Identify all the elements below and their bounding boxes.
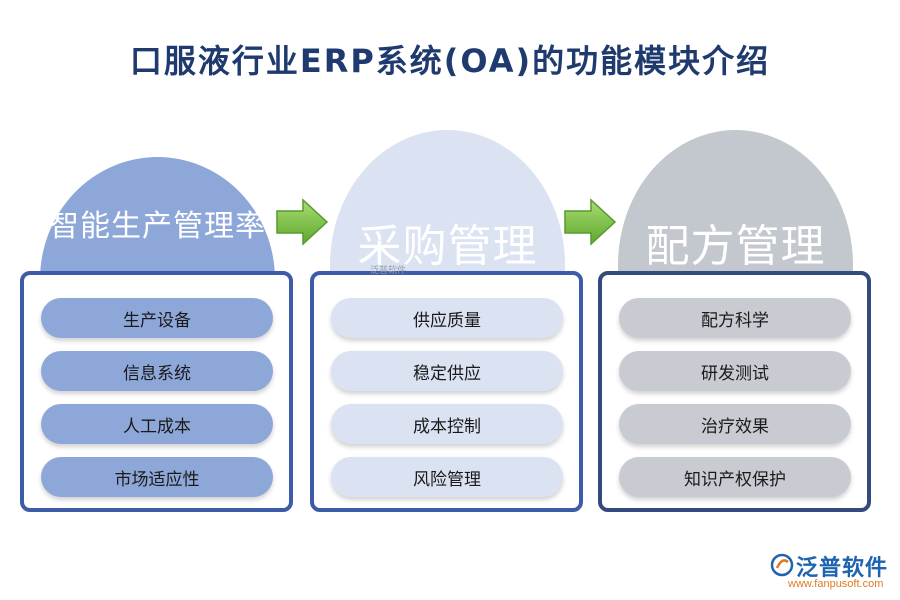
brand-logo-icon (770, 553, 794, 577)
brand-logo: 泛普软件 www.fanpusoft.com (770, 550, 895, 595)
module-item: 信息系统 (41, 351, 273, 391)
page-title: 口服液行业ERP系统(OA)的功能模块介绍 (129, 42, 771, 80)
module-smart-production: 智能生产管理率 生产设备 信息系统 人工成本 市场适应性 (20, 130, 295, 515)
brand-name: 泛普软件 (796, 556, 889, 581)
module-item-panel: 供应质量 稳定供应 成本控制 风险管理 (310, 271, 583, 512)
module-item: 研发测试 (619, 351, 851, 391)
module-item: 成本控制 (331, 404, 563, 444)
module-item: 治疗效果 (619, 404, 851, 444)
module-item: 生产设备 (41, 298, 273, 338)
module-item: 配方科学 (619, 298, 851, 338)
module-item: 市场适应性 (41, 457, 273, 497)
arrow-right-icon (276, 198, 329, 246)
module-heading: 采购管理 (357, 221, 538, 272)
module-procurement: 采购管理 供应质量 稳定供应 成本控制 风险管理 (310, 130, 585, 515)
module-item: 风险管理 (331, 457, 563, 497)
watermark-text: 泛普软件 (370, 266, 407, 276)
module-heading: 智能生产管理率 (49, 209, 266, 244)
module-formula: 配方管理 配方科学 研发测试 治疗效果 知识产权保护 (598, 130, 873, 515)
module-item: 供应质量 (331, 298, 563, 338)
module-item: 人工成本 (41, 404, 273, 444)
module-item: 知识产权保护 (619, 457, 851, 497)
arrow-right-icon (564, 198, 617, 246)
module-heading: 配方管理 (645, 221, 826, 272)
module-item-panel: 配方科学 研发测试 治疗效果 知识产权保护 (598, 271, 871, 512)
brand-url: www.fanpusoft.com (788, 578, 884, 590)
module-item-panel: 生产设备 信息系统 人工成本 市场适应性 (20, 271, 293, 512)
module-item: 稳定供应 (331, 351, 563, 391)
